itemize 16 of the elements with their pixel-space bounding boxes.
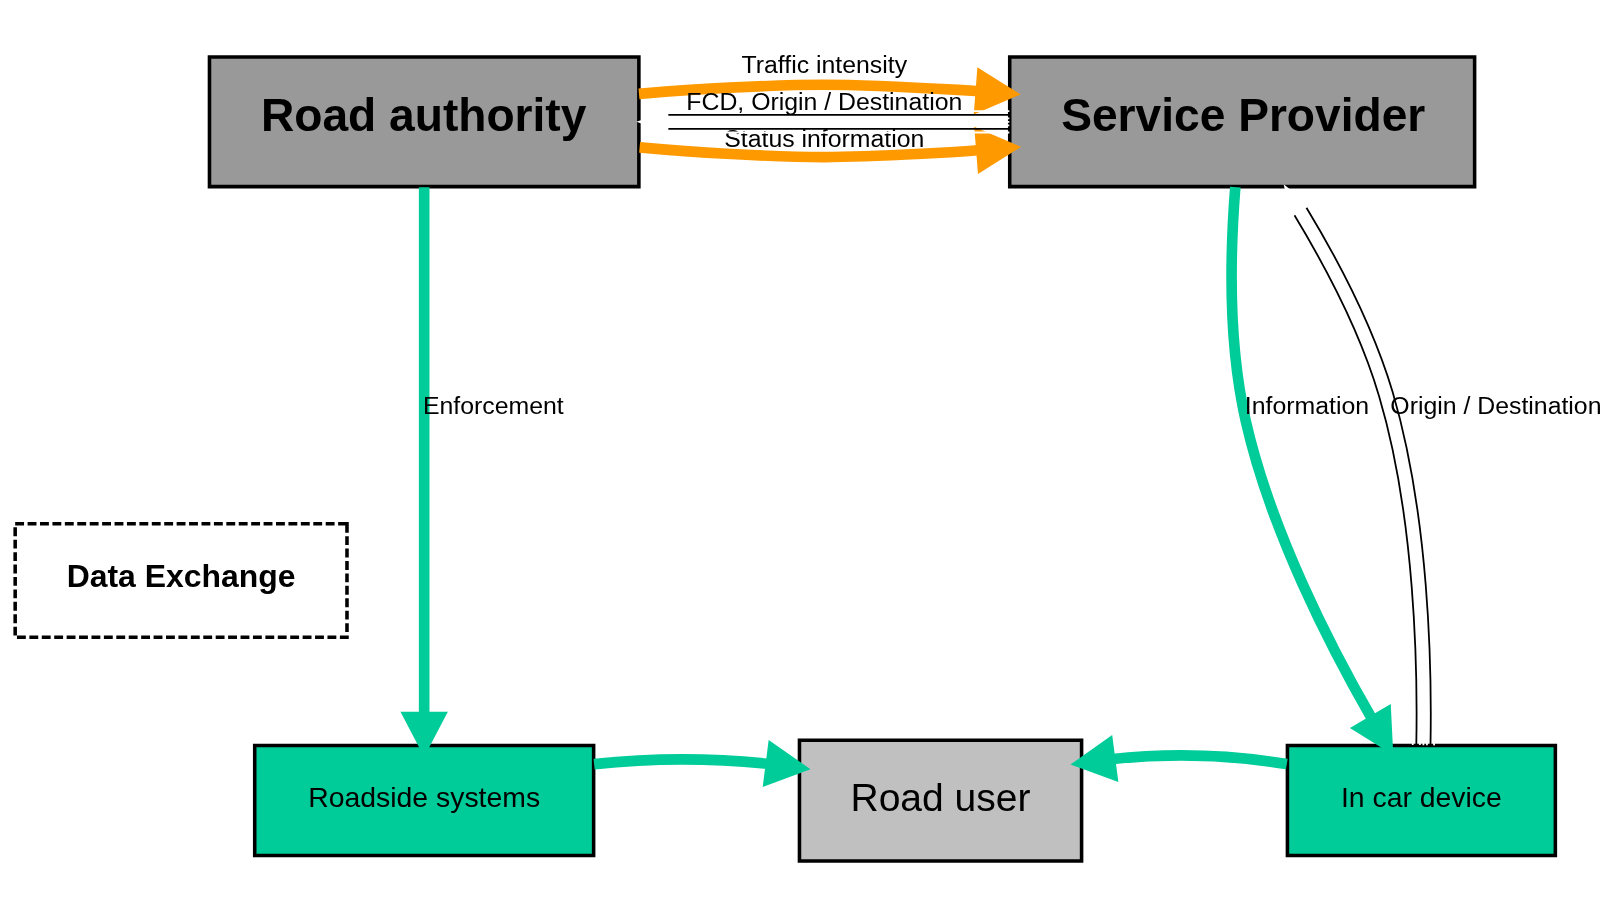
node-box: Road user: [797, 738, 1084, 863]
node-box: In car device: [1285, 743, 1558, 858]
node-box: Road authority: [207, 55, 641, 189]
edge-label: Status information: [724, 125, 925, 153]
node-box: Roadside systems: [252, 743, 596, 858]
edge-label: Traffic intensity: [741, 50, 908, 78]
arrow: [1283, 184, 1436, 747]
edge-label: FCD, Origin / Destination: [686, 87, 963, 115]
arrow: [639, 126, 1022, 175]
edge-label: Information: [1244, 392, 1370, 420]
arrow: [638, 67, 1021, 115]
node-box: Data Exchange: [13, 522, 349, 640]
arrow: [1070, 735, 1288, 783]
arrow: [636, 110, 1011, 134]
node-box: Service Provider: [1007, 55, 1477, 189]
arrow: [593, 740, 811, 788]
